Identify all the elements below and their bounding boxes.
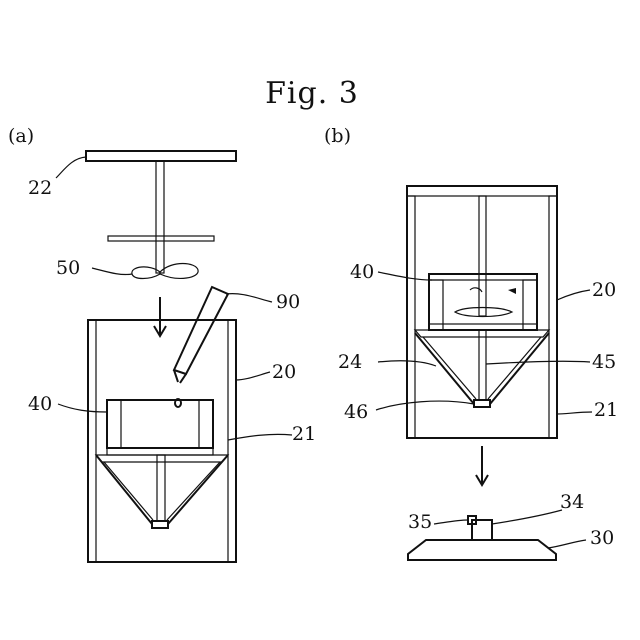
funnel-21	[96, 455, 228, 528]
stirring-shaft	[156, 161, 164, 273]
chamber-wall-left	[88, 320, 96, 562]
label-21b: 21	[594, 399, 618, 421]
label-90: 90	[276, 291, 300, 313]
panel-label-b: (b)	[324, 125, 351, 147]
label-21a: 21	[292, 423, 316, 445]
container-40	[107, 400, 213, 448]
label-20b: 20	[592, 279, 616, 301]
lid-plate-22	[86, 151, 236, 161]
chamber-wall-right	[228, 320, 236, 562]
shaft-b	[479, 196, 486, 316]
funnel-b-24	[415, 330, 549, 407]
container-b-40	[429, 274, 537, 330]
label-45b: 45	[592, 351, 616, 373]
label-50: 50	[56, 257, 80, 279]
label-40a: 40	[28, 393, 52, 415]
arrow-down-icon	[154, 297, 166, 336]
label-46b: 46	[344, 401, 368, 423]
label-22: 22	[28, 177, 52, 199]
propeller-50	[132, 264, 198, 279]
label-34b: 34	[560, 491, 584, 513]
arrow-down-icon-b	[476, 446, 488, 485]
label-30b: 30	[590, 527, 614, 549]
panel-label-a: (a)	[8, 125, 34, 147]
label-35b: 35	[408, 511, 432, 533]
label-20a: 20	[272, 361, 296, 383]
label-40b: 40	[350, 261, 374, 283]
label-24b: 24	[338, 351, 362, 373]
pipette-90	[174, 287, 228, 407]
figure-title: Fig. 3	[265, 76, 359, 111]
stirring-disk	[108, 236, 214, 241]
panel-a-drawing	[56, 151, 292, 562]
